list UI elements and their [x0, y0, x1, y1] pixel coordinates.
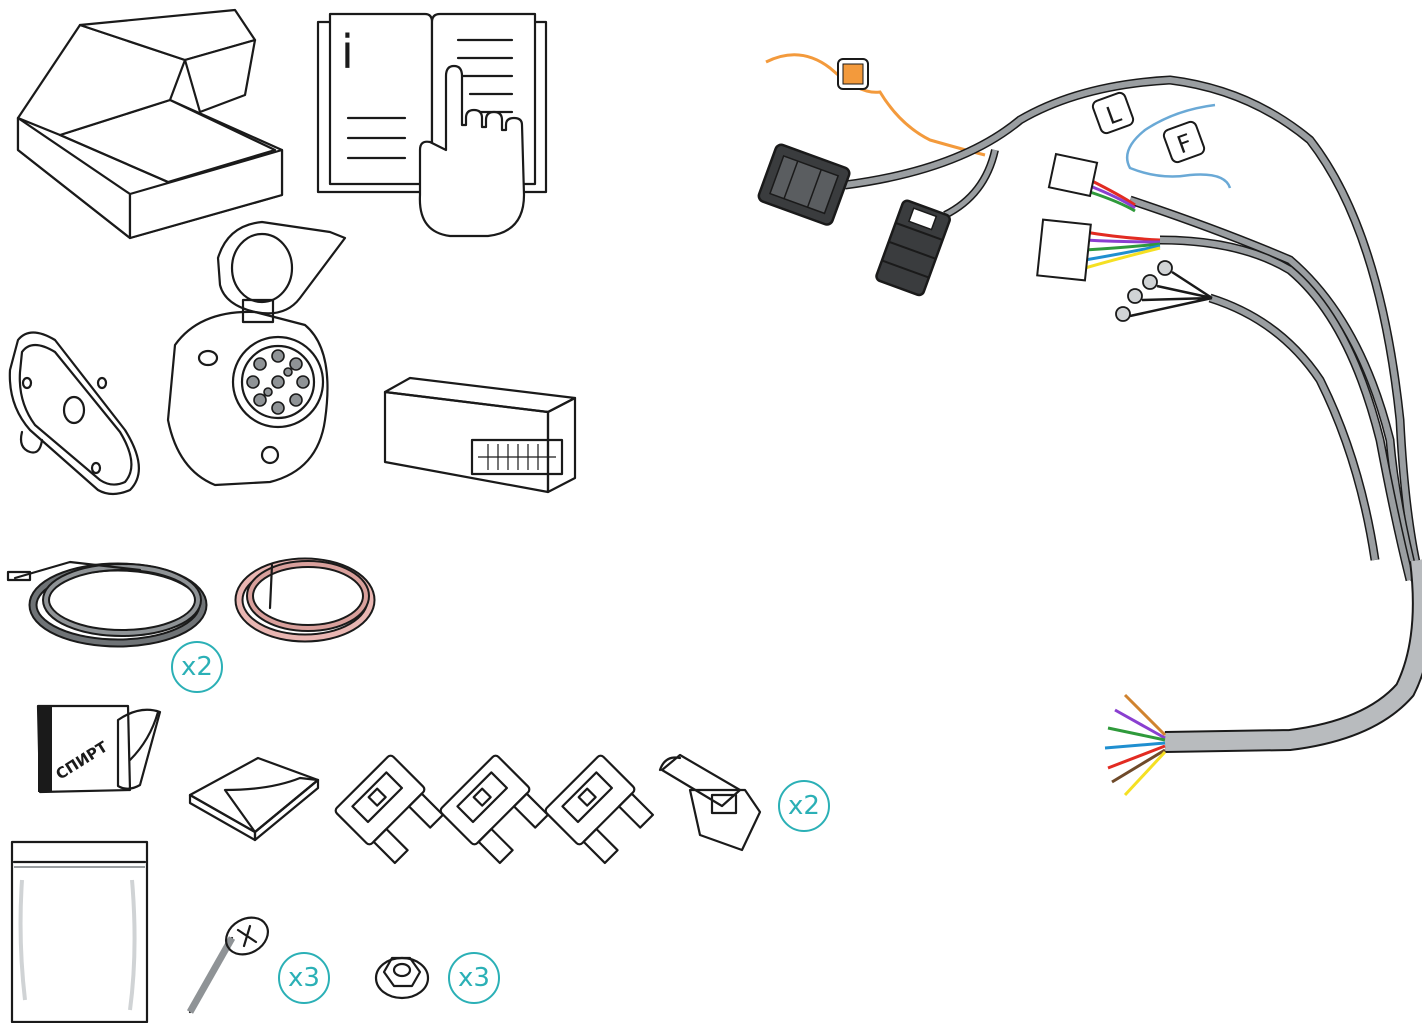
qty-badge-cables: x2	[172, 642, 222, 692]
fuse-icon-red	[544, 754, 657, 867]
control-module-icon	[385, 378, 575, 492]
mounting-plate-icon	[10, 333, 139, 495]
qty-nuts-label: x3	[458, 963, 490, 993]
qty-cables-label: x2	[181, 652, 213, 682]
qty-badge-screws: x3	[279, 953, 329, 1003]
alcohol-wipe-label: СПИРТ	[53, 737, 112, 783]
fuse-icon-blue	[334, 754, 447, 867]
alcohol-wipe-icon: СПИРТ	[38, 706, 160, 792]
wiring-harness-icon: L F	[757, 55, 1422, 795]
harness-ring-terminals	[1116, 261, 1212, 321]
manual-info-letter: i	[341, 25, 354, 79]
qty-badge-nuts: x3	[449, 953, 499, 1003]
black-cable-coil-icon	[8, 562, 203, 643]
qty-wire-taps-label: x2	[788, 791, 820, 821]
box-icon	[18, 10, 282, 238]
qty-screws-label: x3	[288, 963, 320, 993]
harness-loose-wires	[1105, 695, 1165, 795]
qty-badge-wire-taps: x2	[779, 781, 829, 831]
zip-bag-icon	[12, 842, 147, 1022]
screw-icon	[190, 910, 275, 1012]
wire-tap-icon	[660, 755, 760, 850]
harness-connector-small	[1049, 154, 1135, 211]
fuse-icon-yellow	[439, 754, 552, 867]
nut-icon	[376, 958, 428, 998]
adhesive-pad-icon	[190, 758, 318, 840]
harness-symbol-tag	[838, 59, 868, 89]
harness-connector-large	[1037, 220, 1160, 281]
trailer-socket-icon	[168, 222, 345, 485]
pink-cable-coil-icon	[239, 562, 371, 638]
